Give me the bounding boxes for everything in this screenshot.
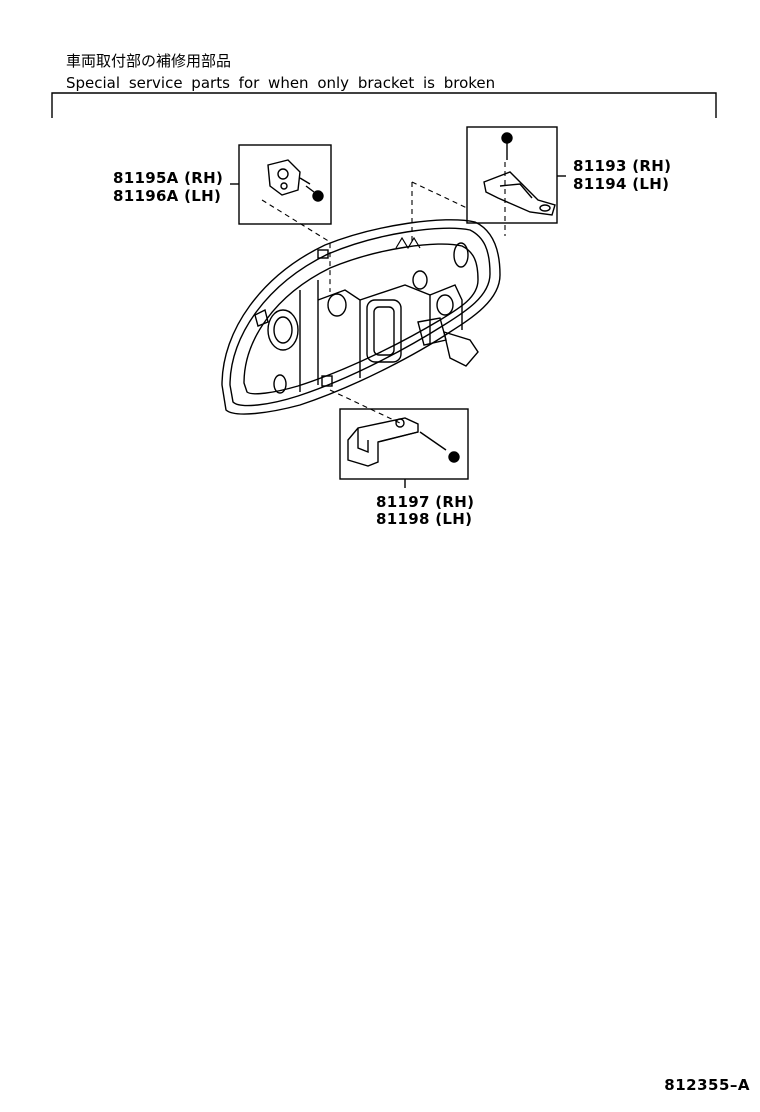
part-label-3-lh: 81198 (LH) <box>376 510 473 528</box>
bracket-part-1 <box>230 144 332 225</box>
center-window <box>366 299 402 363</box>
screw-icon <box>312 190 324 202</box>
header-title-en: Special service parts for when only brac… <box>66 74 496 92</box>
part-label-1-rh: 81195A (RH) <box>113 169 224 187</box>
screw-icon-2 <box>448 451 460 463</box>
lamp-housing <box>221 219 501 415</box>
part-label-3-rh: 81197 (RH) <box>376 493 475 511</box>
part-label-1-lh: 81196A (LH) <box>113 187 222 205</box>
bracket-part-3 <box>339 408 469 488</box>
header-title-jp: 車両取付部の補修用部品 <box>66 52 232 70</box>
illustration-number: 812355–A <box>664 1076 750 1094</box>
bracket-part-2 <box>466 126 566 224</box>
part-label-2-lh: 81194 (LH) <box>573 175 670 193</box>
bulb-socket-left <box>267 309 299 351</box>
part-box-2 <box>466 126 558 224</box>
part-label-2-rh: 81193 (RH) <box>573 157 672 175</box>
part-box-3 <box>339 408 469 480</box>
bolt-icon <box>501 132 513 144</box>
header-bracket <box>51 92 717 118</box>
part-box-1 <box>238 144 332 225</box>
